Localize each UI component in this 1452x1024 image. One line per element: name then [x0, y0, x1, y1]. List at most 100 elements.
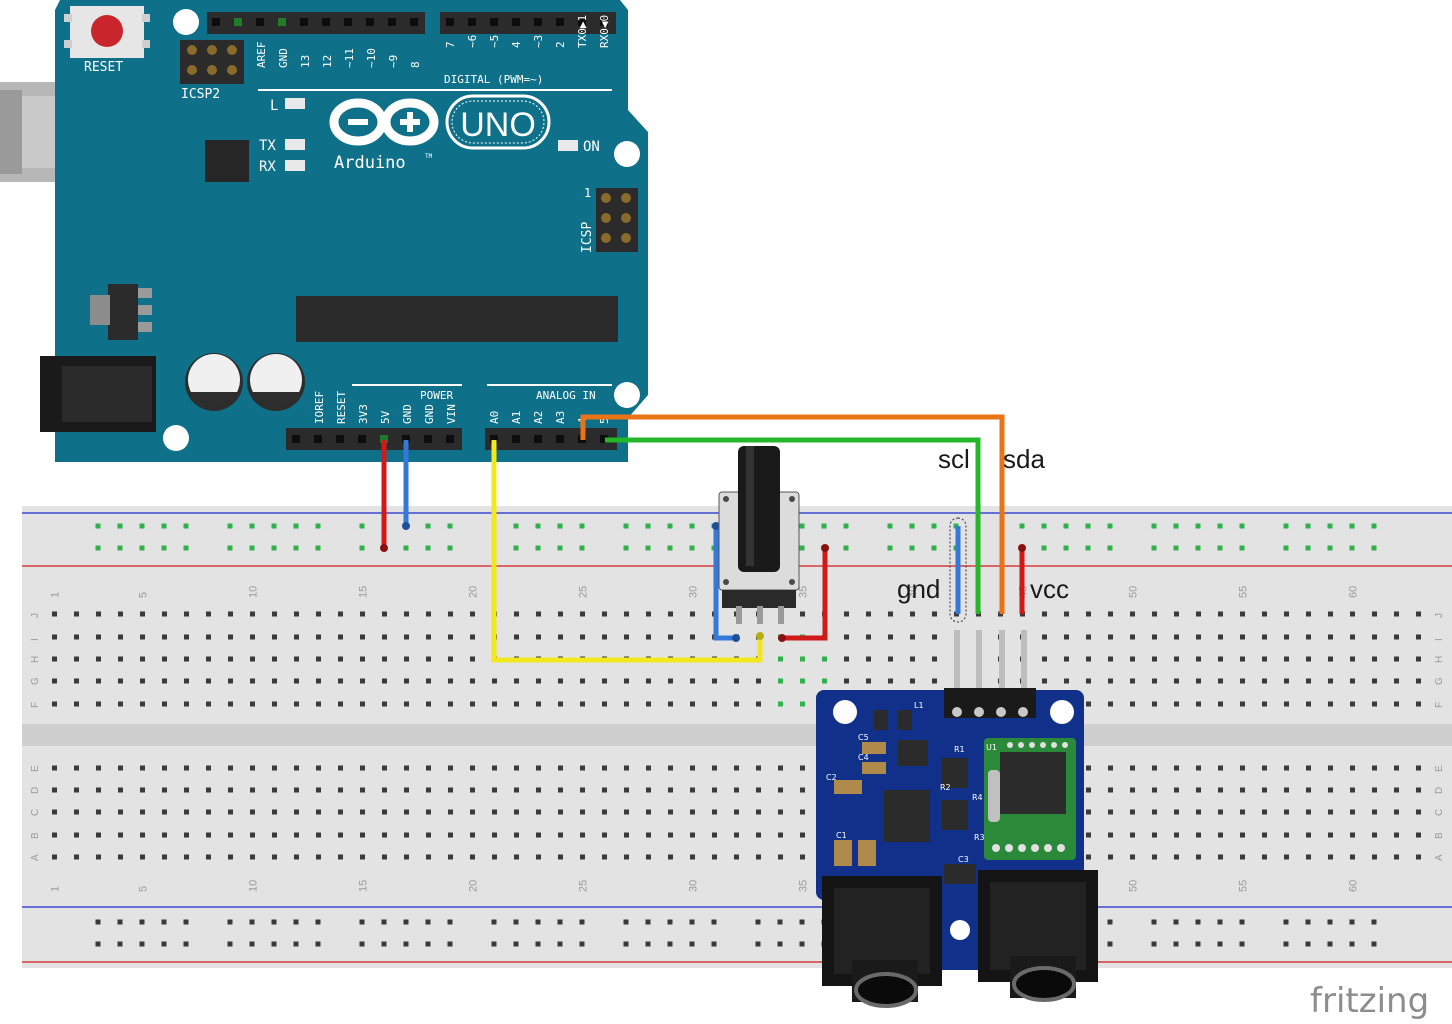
led-l — [285, 98, 305, 109]
pin-label: RESET — [335, 391, 348, 424]
rail-hole — [1107, 941, 1113, 947]
breadboard-hole — [624, 787, 629, 793]
breadboard-hole — [1350, 832, 1355, 838]
breadboard-hole — [162, 678, 167, 684]
breadboard-hole — [294, 611, 299, 617]
breadboard-hole — [1328, 701, 1333, 707]
row-letter: J — [1434, 613, 1445, 618]
breadboard-hole — [1218, 854, 1223, 860]
breadboard-hole — [52, 765, 57, 771]
breadboard-hole — [1394, 787, 1399, 793]
pin-label: ~3 — [532, 35, 545, 48]
breadboard-hole — [1152, 765, 1157, 771]
breadboard-hole — [382, 701, 387, 707]
breadboard-hole — [1152, 701, 1157, 707]
breadboard-hole — [778, 678, 783, 684]
breadboard-hole — [1196, 611, 1201, 617]
breadboard-hole — [96, 701, 101, 707]
breadboard-hole — [734, 832, 739, 838]
rail-hole — [557, 941, 563, 947]
icsp-pin — [601, 193, 611, 203]
rail-hole — [557, 523, 563, 529]
breadboard-hole — [206, 701, 211, 707]
breadboard-hole — [250, 701, 255, 707]
breadboard-hole — [602, 787, 607, 793]
breadboard-hole — [316, 854, 321, 860]
rail-hole — [623, 941, 629, 947]
arduino-logo — [329, 98, 439, 146]
pin-label: IOREF — [313, 391, 326, 424]
rail-hole — [513, 545, 519, 551]
breadboard-hole — [690, 854, 695, 860]
pin-label: ~11 — [343, 48, 356, 68]
icsp-pin — [227, 45, 237, 55]
rail-hole — [227, 545, 233, 551]
digital-header-left — [207, 12, 425, 34]
wire-a0-yellow — [491, 440, 763, 663]
breadboard-hole — [1108, 634, 1113, 640]
rail-hole — [645, 545, 651, 551]
breadboard-hole — [1328, 656, 1333, 662]
rail-hole — [227, 919, 233, 925]
column-number: 25 — [578, 880, 590, 892]
breadboard-hole — [1152, 611, 1157, 617]
rail-hole — [535, 941, 541, 947]
rail-hole — [645, 941, 651, 947]
breadboard-hole — [272, 656, 277, 662]
breadboard-hole — [1042, 611, 1047, 617]
pin-label: GND — [423, 404, 436, 424]
breadboard-hole — [1152, 854, 1157, 860]
breadboard-hole — [1130, 854, 1135, 860]
breadboard-hole — [52, 611, 57, 617]
breadboard-hole — [96, 832, 101, 838]
potentiometer-knob[interactable] — [738, 446, 780, 572]
breadboard-hole — [404, 678, 409, 684]
breadboard-hole — [1262, 854, 1267, 860]
breadboard-hole — [470, 765, 475, 771]
trademark: TM — [425, 153, 433, 160]
rail-hole — [1195, 523, 1201, 529]
pin-label: VIN — [445, 404, 458, 424]
row-letter: C — [1434, 809, 1445, 816]
breadboard-hole — [294, 678, 299, 684]
column-number: 20 — [468, 586, 480, 598]
breadboard-hole — [52, 678, 57, 684]
breadboard-hole — [360, 832, 365, 838]
rail-hole — [425, 545, 431, 551]
breadboard-hole — [1328, 832, 1333, 838]
breadboard-hole — [866, 656, 871, 662]
rail-hole — [1195, 919, 1201, 925]
header-pin — [212, 18, 220, 26]
row-letter: E — [1434, 765, 1445, 772]
uno-label: UNO — [460, 106, 536, 144]
led-tx-label: TX — [259, 138, 276, 154]
breadboard-hole — [52, 701, 57, 707]
breadboard-hole — [360, 678, 365, 684]
breadboard-hole — [250, 765, 255, 771]
breadboard-hole — [404, 701, 409, 707]
rail-hole — [293, 545, 299, 551]
breadboard-hole — [140, 634, 145, 640]
breadboard-hole — [690, 634, 695, 640]
rail-hole — [667, 523, 673, 529]
column-number: 1 — [50, 886, 62, 892]
breadboard-hole — [140, 656, 145, 662]
rail-hole — [95, 545, 101, 551]
breadboard-hole — [1350, 634, 1355, 640]
wire-sda-orange — [580, 414, 1005, 614]
rail-hole — [491, 919, 497, 925]
reset-button-cap[interactable] — [91, 15, 123, 47]
breadboard-hole — [800, 678, 805, 684]
rail-hole — [293, 919, 299, 925]
breadboard-hole — [1328, 678, 1333, 684]
breadboard-hole — [734, 678, 739, 684]
breadboard-hole — [448, 854, 453, 860]
rail-hole — [579, 545, 585, 551]
breadboard-hole — [162, 854, 167, 860]
breadboard-hole — [184, 832, 189, 838]
breadboard-hole — [1284, 656, 1289, 662]
breadboard-hole — [1108, 678, 1113, 684]
breadboard-hole — [888, 656, 893, 662]
vcc-label: vcc — [1030, 574, 1069, 604]
breadboard-hole — [1042, 678, 1047, 684]
